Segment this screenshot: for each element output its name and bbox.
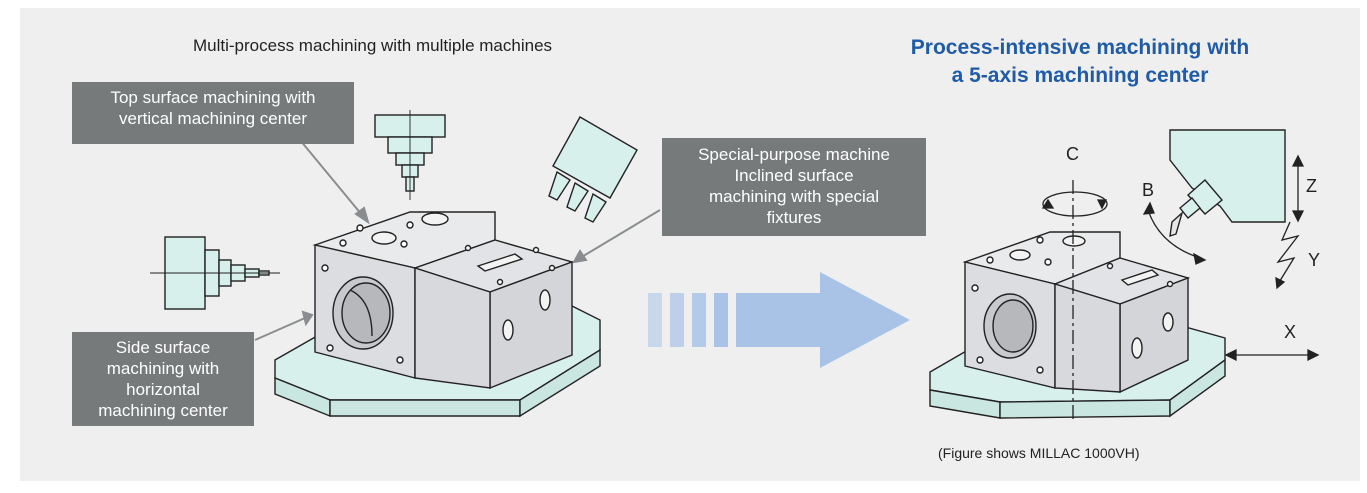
axis-label-z: Z	[1306, 176, 1317, 196]
callout-side-line-1: Side surface	[115, 338, 211, 357]
leader-lines	[254, 139, 661, 341]
callout-side-surface: Side surface machining with horizontal m…	[72, 332, 254, 426]
left-workpiece	[312, 211, 575, 390]
callout-special-purpose: Special-purpose machine Inclined surface…	[662, 138, 926, 236]
callout-side-line-2: machining with	[106, 359, 220, 378]
horizontal-spindle	[150, 236, 280, 310]
figure-caption: (Figure shows MILLAC 1000VH)	[938, 445, 1140, 461]
right-workpiece	[962, 231, 1191, 394]
axis-label-y: Y	[1308, 250, 1321, 270]
axis-label-x: X	[1284, 322, 1297, 342]
left-heading: Multi-process machining with multiple ma…	[193, 36, 553, 55]
z-axis-arrow	[1291, 154, 1305, 223]
callout-side-line-4: machining center	[98, 401, 228, 420]
y-axis-arrow	[1275, 221, 1300, 290]
right-heading-line-2: a 5-axis machining center	[951, 64, 1209, 87]
c-axis	[1041, 180, 1108, 420]
callout-special-line-4: fixtures	[766, 208, 822, 227]
callout-top-surface: Top surface machining with vertical mach…	[72, 82, 354, 144]
callout-special-line-3: machining with special	[708, 187, 880, 206]
x-axis-arrow	[1224, 348, 1320, 362]
process-arrow	[648, 272, 910, 368]
axis-label-c: C	[1066, 144, 1079, 164]
callout-top-line-1: Top surface machining with	[110, 88, 316, 107]
callout-side-line-3: horizontal	[126, 380, 200, 399]
special-purpose-spindle	[548, 116, 638, 223]
callout-special-line-1: Special-purpose machine	[698, 145, 890, 164]
vertical-spindle	[374, 110, 446, 200]
right-heading: Process-intensive machining with a 5-axi…	[890, 34, 1270, 90]
callout-top-line-2: vertical machining center	[118, 109, 308, 128]
axis-label-b: B	[1142, 180, 1155, 200]
right-heading-line-1: Process-intensive machining with	[910, 36, 1250, 59]
callout-special-line-2: Inclined surface	[734, 166, 854, 185]
b-axis	[1142, 201, 1207, 265]
five-axis-head	[1169, 129, 1286, 238]
